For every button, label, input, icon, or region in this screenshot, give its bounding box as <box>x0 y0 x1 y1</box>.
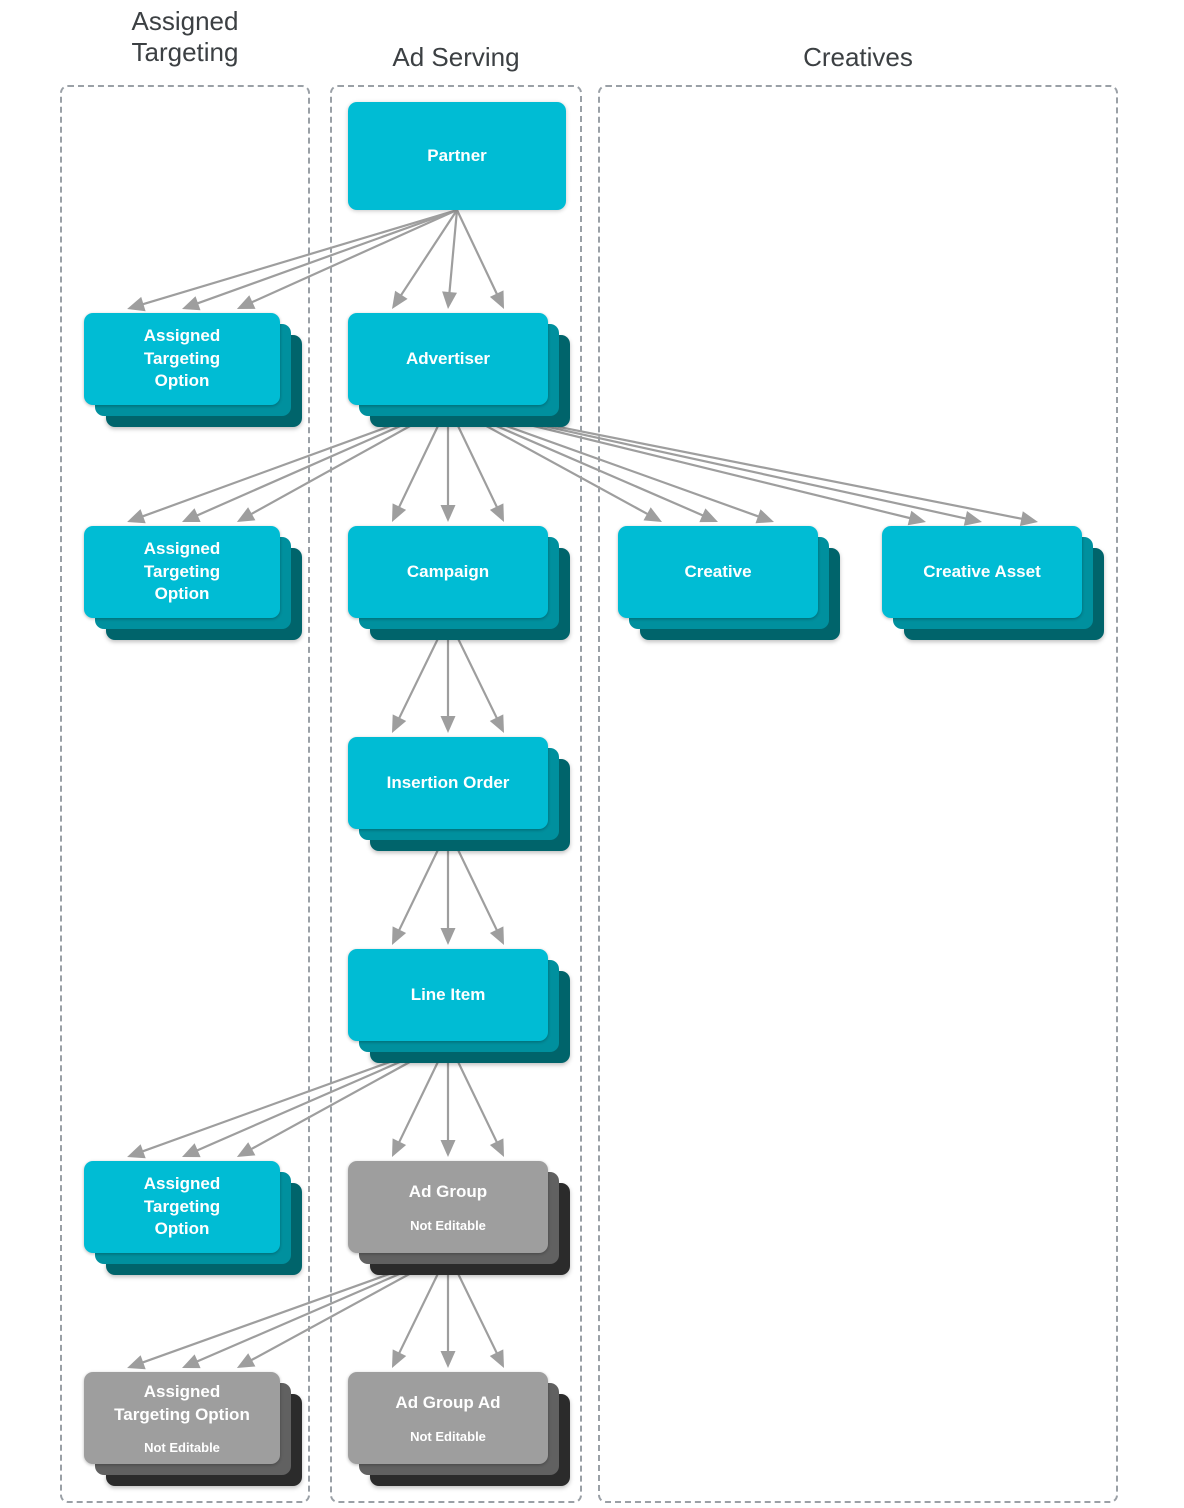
node-label: Ad Group <box>408 1182 488 1202</box>
node-label: Assigned Targeting Option <box>114 1382 250 1424</box>
node-label: Advertiser <box>405 348 491 368</box>
node-card[interactable]: Partner <box>348 102 566 210</box>
node-label: Partner <box>427 145 487 165</box>
node-label: Insertion Order <box>386 772 510 792</box>
node-ato-advertiser: Assigned Targeting Option <box>84 526 304 642</box>
node-campaign: Campaign <box>348 526 572 642</box>
column-header-ad-serving: Ad Serving <box>392 42 520 72</box>
node-label: Assigned Targeting Option <box>143 1174 221 1239</box>
node-card[interactable]: Creative <box>618 526 818 618</box>
node-card[interactable]: Line Item <box>348 949 548 1041</box>
node-label: Line Item <box>410 984 486 1004</box>
lane-creatives <box>598 85 1118 1503</box>
node-label: Creative <box>684 561 752 581</box>
node-card[interactable]: Assigned Targeting Option <box>84 1161 280 1253</box>
node-sublabel-not-editable: Not Editable <box>144 1439 220 1455</box>
node-sublabel-not-editable: Not Editable <box>410 1428 486 1444</box>
node-insertion-order: Insertion Order <box>348 737 572 853</box>
node-creative-asset: Creative Asset <box>882 526 1106 642</box>
node-card[interactable]: Creative Asset <box>882 526 1082 618</box>
node-partner: Partner <box>348 102 590 234</box>
node-ato-lineitem: Assigned Targeting Option <box>84 1161 304 1277</box>
node-ato-partner: Assigned Targeting Option <box>84 313 304 429</box>
node-card[interactable]: Ad Group Ad Not Editable <box>348 1372 548 1464</box>
lane-assigned-targeting <box>60 85 310 1503</box>
node-card[interactable]: Advertiser <box>348 313 548 405</box>
node-card[interactable]: Assigned Targeting Option <box>84 526 280 618</box>
node-card[interactable]: Insertion Order <box>348 737 548 829</box>
node-label: Assigned Targeting Option <box>143 539 221 604</box>
node-ad-group-ad: Ad Group Ad Not Editable <box>348 1372 572 1488</box>
node-line-item: Line Item <box>348 949 572 1065</box>
node-label: Ad Group Ad <box>395 1393 501 1413</box>
lane-ad-serving <box>330 85 582 1503</box>
node-label: Creative Asset <box>923 561 1041 581</box>
node-label: Assigned Targeting Option <box>143 326 221 391</box>
node-label: Campaign <box>406 561 490 581</box>
node-advertiser: Advertiser <box>348 313 572 429</box>
node-creative: Creative <box>618 526 842 642</box>
column-header-assigned-targeting: Assigned Targeting <box>131 6 239 67</box>
node-sublabel-not-editable: Not Editable <box>410 1217 486 1233</box>
node-card[interactable]: Assigned Targeting Option <box>84 313 280 405</box>
node-card[interactable]: Campaign <box>348 526 548 618</box>
column-header-creatives: Creatives <box>803 42 913 72</box>
